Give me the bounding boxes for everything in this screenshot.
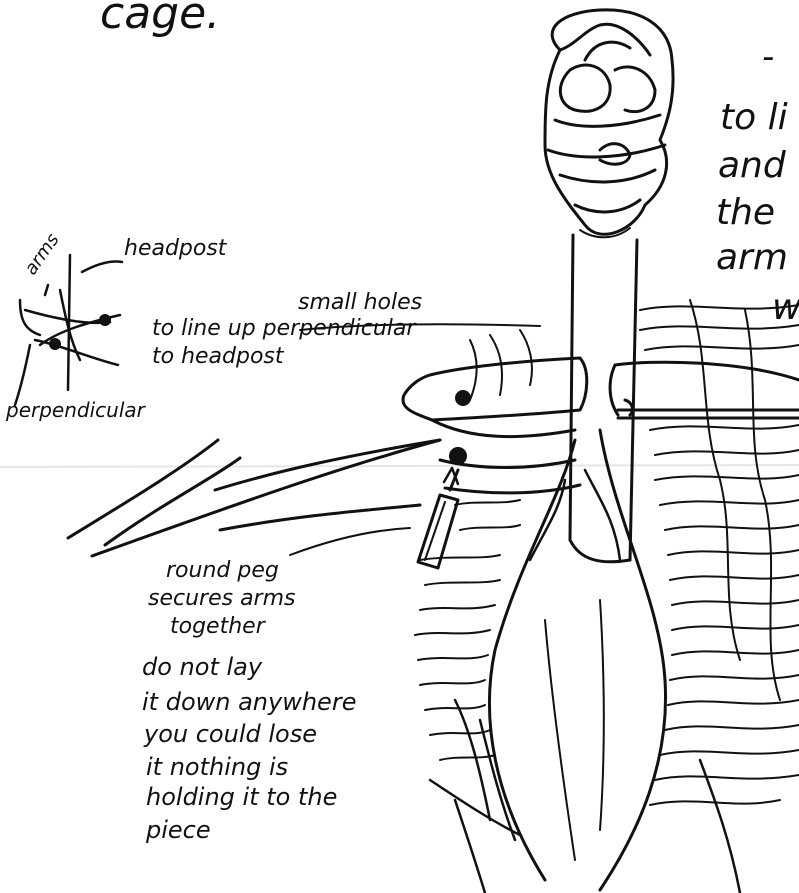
arm-rods <box>68 440 440 556</box>
warning-line-4: it nothing is <box>146 755 288 779</box>
right-fragment-4: arm <box>716 240 788 276</box>
peg-note-line1: round peg <box>166 560 279 582</box>
arm-block-left <box>403 358 587 493</box>
warning-line-1: do not lay <box>142 655 262 679</box>
holes-note-line3: to headpost <box>152 346 284 368</box>
peg-note-line3: together <box>170 616 265 638</box>
perpendicular-label: perpendicular <box>6 400 145 420</box>
cage-word: cage. <box>100 0 220 36</box>
warning-line-3: you could lose <box>144 722 317 746</box>
diagram-dot-right <box>99 314 111 326</box>
puppet-torso-drawing <box>430 430 740 893</box>
puppet-head-drawing <box>545 10 673 237</box>
warning-line-5: holding it to the <box>146 785 337 809</box>
perpendicular-diagram <box>15 255 122 405</box>
holes-note-line1: small holes <box>298 292 422 314</box>
holes-note-line2: to line up perpendicular <box>152 318 415 340</box>
right-fragment-1: to li <box>720 100 788 136</box>
diagram-dot-left <box>49 338 61 350</box>
top-right-dash: - <box>762 40 774 74</box>
right-fragment-2: and <box>718 148 786 184</box>
left-ribs-hatching <box>415 330 532 760</box>
headpost-rod <box>570 235 637 562</box>
peg-note-line2: secures arms <box>148 588 296 610</box>
right-fragment-5: w <box>772 290 799 326</box>
upper-hole <box>455 390 471 406</box>
warning-line-6: piece <box>146 818 211 842</box>
warning-line-2: it down anywhere <box>142 690 356 714</box>
right-fragment-3: the <box>716 195 775 231</box>
lower-hole <box>449 447 467 465</box>
headpost-label: headpost <box>124 238 226 260</box>
